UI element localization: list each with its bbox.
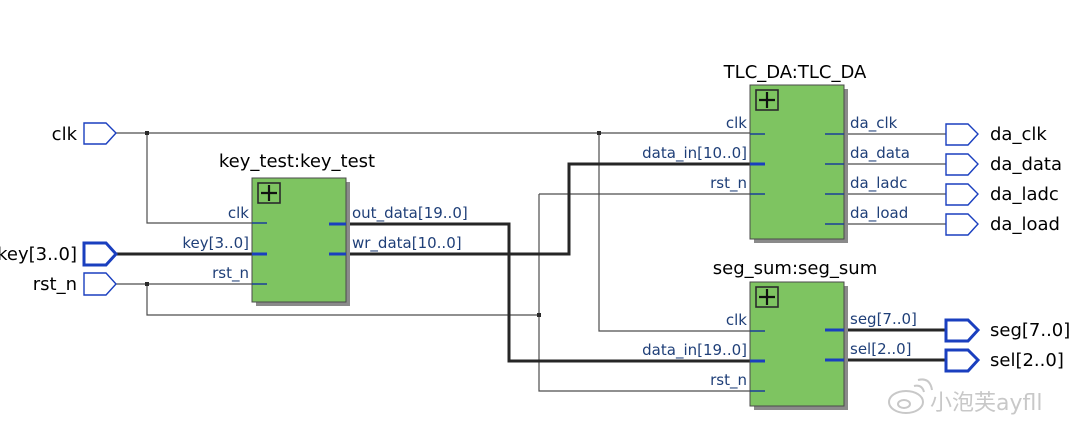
weibo-logo-icon [888, 378, 933, 414]
port-label-wr-data: wr_data[10..0] [352, 234, 462, 253]
port-label-sel: sel[2..0] [850, 340, 912, 358]
expand-icon[interactable] [755, 286, 779, 308]
expand-icon[interactable] [257, 182, 281, 204]
port-label-out-data: out_data[19..0] [352, 204, 468, 223]
junction-dot [145, 131, 149, 135]
input-pin-icon[interactable] [83, 122, 117, 145]
watermark: 小泡芙ayfll [888, 378, 1042, 416]
output-pin-icon[interactable] [945, 213, 979, 236]
port-stubs [750, 133, 844, 225]
port-stubs [252, 222, 267, 285]
port-label-seg: seg[7..0] [850, 310, 917, 328]
output-label-sel: sel[2..0] [990, 350, 1064, 371]
block-seg-sum[interactable]: seg_sum:seg_sum clk data_in[19..0] rst_n… [642, 258, 917, 410]
output-pin-icon[interactable] [945, 183, 979, 206]
port-label-clk: clk [726, 311, 747, 329]
watermark-text: 小泡芙ayfll [930, 391, 1042, 416]
output-label-da-load: da_load [990, 214, 1060, 235]
wire-wr-data-bus [329, 162, 765, 256]
input-label-key: key[3..0] [0, 244, 77, 265]
input-pins: clk key[3..0] rst_n [0, 122, 119, 296]
port-label-clk: clk [726, 114, 747, 132]
output-pin-icon[interactable] [944, 348, 981, 373]
output-pin-icon[interactable] [944, 318, 981, 343]
input-label-rst-n: rst_n [33, 274, 77, 295]
port-label-da-clk: da_clk [850, 114, 898, 133]
port-label-clk: clk [228, 204, 249, 222]
block-title-seg-sum: seg_sum:seg_sum [713, 258, 877, 279]
junction-dot [597, 131, 601, 135]
output-label-da-clk: da_clk [990, 124, 1047, 145]
port-bus-stubs [252, 222, 346, 256]
wire-rst-n [116, 193, 765, 392]
port-label-da-data: da_data [850, 144, 910, 163]
port-label-rst-n: rst_n [710, 371, 747, 390]
block-key-test[interactable]: key_test:key_test clk key[3..0] rst_n ou… [182, 151, 468, 306]
port-label-rst-n: rst_n [212, 264, 249, 283]
expand-icon[interactable] [755, 89, 779, 111]
wires [116, 131, 946, 392]
port-label-rst-n: rst_n [710, 174, 747, 193]
block-tlc-da[interactable]: TLC_DA:TLC_DA clk data_in[10..0] rst_n d… [642, 62, 910, 243]
port-label-data-in: data_in[19..0] [642, 341, 747, 360]
wire-out-data-bus [329, 222, 765, 363]
block-title-tlc-da: TLC_DA:TLC_DA [723, 62, 867, 83]
input-pin-icon[interactable] [82, 241, 119, 267]
output-pin-icon[interactable] [945, 123, 979, 146]
junction-dot [145, 282, 149, 286]
output-label-da-ladc: da_ladc [990, 184, 1059, 205]
block-title-key-test: key_test:key_test [219, 151, 375, 172]
wire-clk [116, 132, 765, 332]
wire-da-outputs [825, 133, 946, 225]
input-label-clk: clk [52, 124, 78, 145]
output-label-da-data: da_data [990, 154, 1062, 175]
input-pin-icon[interactable] [83, 272, 117, 296]
output-pins: da_clk da_data da_ladc da_load seg[7..0]… [944, 123, 1070, 373]
port-label-da-load: da_load [850, 204, 908, 223]
port-bus-stubs [750, 328, 844, 363]
port-label-da-ladc: da_ladc [850, 174, 907, 193]
port-label-key: key[3..0] [182, 234, 249, 252]
output-label-seg: seg[7..0] [990, 320, 1070, 341]
port-label-data-in: data_in[10..0] [642, 144, 747, 163]
output-pin-icon[interactable] [945, 153, 979, 176]
junction-dot [537, 313, 541, 317]
port-stubs [750, 330, 765, 392]
